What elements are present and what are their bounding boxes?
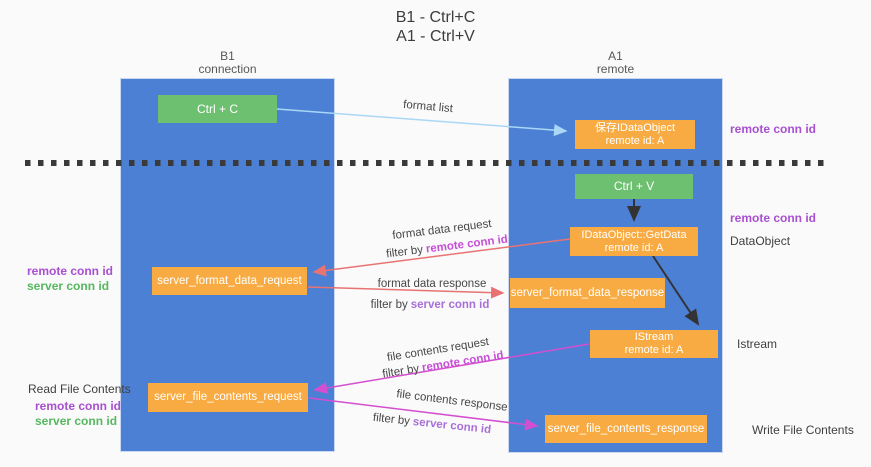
title-line-2: A1 - Ctrl+V [396, 28, 475, 45]
label-file-contents-response-text: file contents response [395, 388, 509, 414]
label-format-data-response: format data response [378, 278, 487, 290]
box-server-file-contents-response: server_file_contents_response [545, 415, 707, 443]
lifeline-a1-name: A1 [608, 49, 623, 63]
filter-by-text-1: filter by [385, 243, 424, 261]
left-server-conn-id-2: server conn id [35, 414, 118, 428]
box-server-format-data-response-label: server_format_data_response [510, 286, 665, 299]
box-ctrl-v: Ctrl + V [575, 174, 693, 199]
annotation-remote-conn-id-mid: remote conn id [730, 211, 817, 225]
label-format-list-text: format list [402, 98, 454, 116]
annotation-read-file-contents: Read File Contents [28, 382, 131, 396]
box-server-file-contents-response-label: server_file_contents_response [547, 422, 705, 435]
box-istream: IStream remote id: A [590, 330, 718, 358]
annotation-remote-conn-id-top: remote conn id [730, 122, 817, 136]
box-idataobject-getdata: IDataObject::GetData remote id: A [570, 227, 698, 256]
box-server-file-contents-request: server_file_contents_request [148, 383, 308, 412]
filter-by-text-4: filter by [372, 411, 411, 428]
title-line-1: B1 - Ctrl+C [395, 9, 476, 26]
label-file-contents-response: file contents response [396, 388, 509, 414]
label-format-list: format list [403, 99, 454, 115]
box-save-idataobject-line1: 保存IDataObject [594, 121, 676, 134]
lifeline-b1-name: B1 [220, 49, 235, 63]
box-getdata-line1: IDataObject::GetData [581, 228, 687, 241]
lifeline-b1-role: connection [198, 62, 257, 76]
diagram-title: B1 - Ctrl+C A1 - Ctrl+V [0, 8, 871, 46]
box-getdata-line2: remote id: A [604, 241, 664, 254]
box-server-file-contents-request-label: server_file_contents_request [154, 391, 302, 403]
lifeline-a1-role: remote [596, 62, 635, 76]
box-save-idataobject-line2: remote id: A [605, 134, 665, 147]
filter-by-text-2: filter by [370, 299, 408, 311]
server-conn-id-inline-1: server conn id [410, 299, 490, 311]
box-server-format-data-request: server_format_data_request [152, 267, 307, 295]
box-ctrl-c-label: Ctrl + C [196, 101, 238, 116]
left-remote-conn-id-1: remote conn id [27, 264, 114, 278]
annotation-dataobject: DataObject [730, 234, 791, 248]
lifeline-header-b1: B1 connection [120, 50, 335, 76]
filter-by-text-3: filter by [381, 362, 421, 381]
server-conn-id-inline-2: server conn id [412, 416, 492, 437]
annotation-left-conn-ids-bottom: remote conn id server conn id [35, 399, 121, 429]
box-istream-line1: IStream [634, 331, 674, 343]
lifeline-header-a1: A1 remote [508, 50, 723, 76]
box-ctrl-c: Ctrl + C [158, 95, 277, 123]
left-server-conn-id-1: server conn id [27, 279, 110, 293]
box-istream-line2: remote id: A [624, 344, 684, 356]
annotation-istream: Istream [737, 337, 778, 351]
remote-conn-id-inline-1: remote conn id [425, 233, 509, 256]
box-server-format-data-response: server_format_data_response [510, 278, 665, 308]
box-server-format-data-request-label: server_format_data_request [157, 274, 302, 287]
box-ctrl-v-label: Ctrl + V [613, 179, 655, 193]
box-save-idataobject: 保存IDataObject remote id: A [575, 120, 695, 149]
left-remote-conn-id-2: remote conn id [35, 399, 122, 413]
label-format-data-response-text: format data response [377, 278, 487, 290]
annotation-left-conn-ids-top: remote conn id server conn id [27, 264, 113, 294]
annotation-write-file-contents: Write File Contents [752, 423, 854, 437]
